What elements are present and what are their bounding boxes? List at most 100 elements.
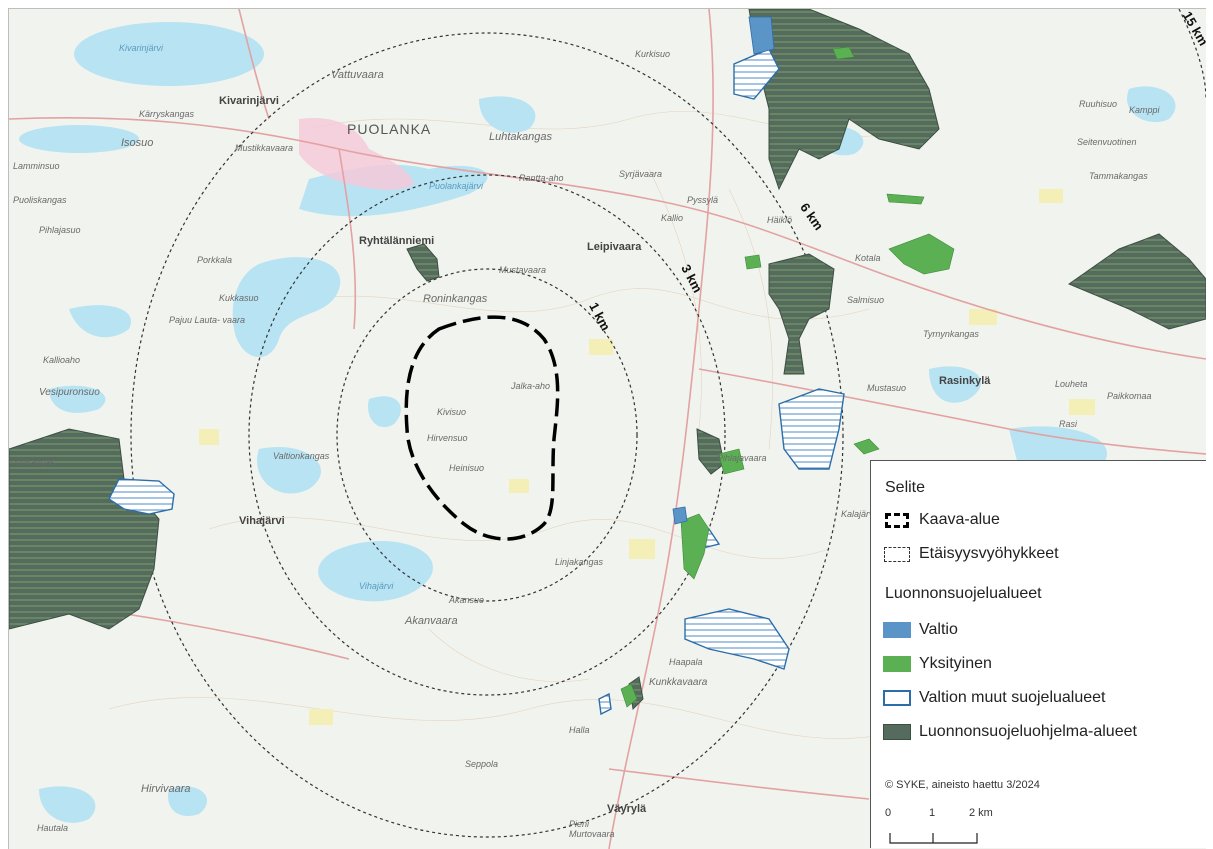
- label-kotala: Kotala: [855, 253, 881, 263]
- label-kunkkavaara: Kunkkavaara: [649, 677, 708, 688]
- legend-item-program: Luonnonsuojeluohjelma-alueet: [883, 721, 1137, 743]
- label-vesipuronsuo: Vesipuronsuo: [39, 387, 100, 398]
- label-tammakangas: Tammakangas: [1089, 171, 1148, 181]
- label-hautala: Hautala: [37, 823, 69, 833]
- label-ruuhisuo: Ruuhisuo: [1079, 99, 1118, 109]
- label-rasinkyla: Rasinkylä: [939, 375, 991, 387]
- state-areas: [672, 16, 775, 525]
- label-jalka-aho: Jalka-aho: [511, 381, 551, 391]
- private-swatch-icon: [883, 656, 911, 672]
- label-mustavaara: Mustavaara: [499, 265, 547, 275]
- legend-label-state: Valtio: [919, 621, 958, 638]
- label-vattuvaara: Vattuvaara: [331, 69, 384, 81]
- label-louheta: Louheta: [1055, 379, 1088, 389]
- zone-6km: [130, 32, 844, 838]
- puolanka-built-area: [299, 118, 414, 190]
- label-pieni-murtovaara: Pieni Murtovaara: [569, 819, 615, 839]
- plan-area-outline: [404, 315, 560, 541]
- legend-item-state-other: Valtion muut suojelualueet: [883, 687, 1106, 709]
- label-kivarinjarvi: Kivarinjärvi: [219, 95, 279, 107]
- label-kurkisuo: Kurkisuo: [635, 49, 671, 59]
- legend-item-private: Yksityinen: [883, 653, 992, 675]
- label-kamppi: Kamppi: [1129, 105, 1160, 115]
- legend-label-plan-area: Kaava-alue: [919, 511, 1000, 528]
- label-roninkangas: Roninkangas: [423, 293, 488, 305]
- label-juhukangas: ohukangas: [11, 457, 56, 467]
- label-kalajarvi: Kalajärvi: [841, 509, 876, 519]
- label-valtionkangas: Valtionkangas: [273, 451, 330, 461]
- roads-layer: [9, 9, 1206, 849]
- label-rantta-aho: Rantta-aho: [519, 173, 564, 183]
- zone-1km: [336, 268, 638, 602]
- zone-15km: [1178, 9, 1206, 100]
- label-kukkasuo: Kukkasuo: [219, 293, 259, 303]
- water-layer: [19, 22, 1176, 846]
- label-halla: Halla: [569, 725, 590, 735]
- label-kivarinjarvi-lake: Kivarinjärvi: [119, 43, 164, 53]
- label-rasi: Rasi: [1059, 419, 1078, 429]
- label-akanvaara: Akanvaara: [405, 615, 458, 627]
- legend-item-plan-area: Kaava-alue: [883, 509, 1000, 531]
- label-seitenvuotinen: Seitenvuotinen: [1077, 137, 1137, 147]
- legend-label-private: Yksityinen: [919, 655, 992, 672]
- legend-subtitle: Luonnonsuojelualueet: [885, 585, 1042, 602]
- state-swatch-icon: [883, 622, 911, 638]
- label-heinisuo: Heinisuo: [449, 463, 485, 473]
- label-tyrnynkangas: Tyrnynkangas: [923, 329, 979, 339]
- label-syrjavaara: Syrjävaara: [619, 169, 663, 179]
- label-puoliskangas: Puoliskangas: [13, 195, 67, 205]
- label-seppola: Seppola: [465, 759, 499, 769]
- label-akansuo: Akansuo: [449, 595, 485, 605]
- label-luhtakangas: Luhtakangas: [489, 131, 552, 143]
- label-hirvivaara: Hirvivaara: [141, 783, 191, 795]
- label-karryskangas: Kärryskangas: [139, 109, 195, 119]
- map-graphics: [9, 9, 1206, 849]
- scale-label-2: 2 km: [969, 807, 993, 819]
- label-isosuo: Isosuo: [121, 137, 154, 149]
- label-mustasuo: Mustasuo: [867, 383, 907, 393]
- distance-zones: [130, 9, 1206, 838]
- label-leipivaara: Leipivaara: [587, 241, 642, 253]
- plan-area-swatch-icon: [885, 512, 909, 528]
- legend-label-program: Luonnonsuojeluohjelma-alueet: [919, 723, 1137, 740]
- private-areas: [620, 46, 955, 708]
- label-hirvensuo: Hirvensuo: [427, 433, 468, 443]
- legend-item-state: Valtio: [883, 619, 958, 641]
- map-legend: Selite Kaava-alue Etäisyysvyöhykkeet Luo…: [870, 460, 1206, 848]
- label-palkkomaa: Paikkomaa: [1107, 391, 1152, 401]
- scale-label-0: 0: [885, 807, 892, 819]
- scale-label-1: 1: [929, 807, 936, 819]
- label-kallio: Kallio: [661, 213, 684, 223]
- legend-label-state-other: Valtion muut suojelualueet: [919, 689, 1106, 706]
- label-kivisuo: Kivisuo: [437, 407, 467, 417]
- label-linjakangas: Linjakangas: [555, 557, 604, 567]
- zone-swatch-icon: [884, 546, 910, 562]
- legend-item-distance-zones: Etäisyysvyöhykkeet: [883, 543, 1059, 565]
- zone-3km: [248, 174, 726, 696]
- label-pyssyla: Pyssylä: [687, 195, 719, 205]
- label-ryhtalanniemi: Ryhtälänniemi: [359, 235, 435, 247]
- map-view[interactable]: PUOLANKA Ryhtälänniemi Leipivaara Kivari…: [8, 8, 1206, 849]
- label-salmisuo: Salmisuo: [847, 295, 885, 305]
- label-pihlajavaara: Pihlajavaara: [717, 453, 767, 463]
- label-pihlajasuo: Pihlajasuo: [39, 225, 81, 235]
- scale-bar: [889, 833, 978, 844]
- label-lamminsuo: Lamminsuo: [13, 161, 60, 171]
- label-haikio: Häikiö: [767, 215, 793, 225]
- legend-label-distance-zones: Etäisyysvyöhykkeet: [919, 545, 1059, 562]
- label-haapala: Haapala: [669, 657, 703, 667]
- label-pajuu-lautavaara: Pajuu Lauta- vaara: [169, 315, 246, 325]
- label-kallioaho: Kallioaho: [43, 355, 81, 365]
- label-vayryla: Väyrylä: [607, 803, 647, 815]
- label-puolanka-lake: Puolankajärvi: [429, 181, 484, 191]
- data-credit: © SYKE, aineisto haettu 3/2024: [885, 779, 1040, 791]
- label-mustikkavaara: Mustikkavaara: [235, 143, 294, 153]
- state-other-swatch-icon: [883, 690, 911, 706]
- label-porkkala: Porkkala: [197, 255, 233, 265]
- label-vihajarvi-lake: Vihajärvi: [359, 581, 394, 591]
- program-swatch-icon: [883, 724, 911, 740]
- legend-title: Selite: [885, 479, 926, 496]
- label-puolanka: PUOLANKA: [347, 121, 432, 137]
- state-other-areas: [108, 48, 845, 716]
- label-vihajarvi: Vihajärvi: [239, 515, 285, 527]
